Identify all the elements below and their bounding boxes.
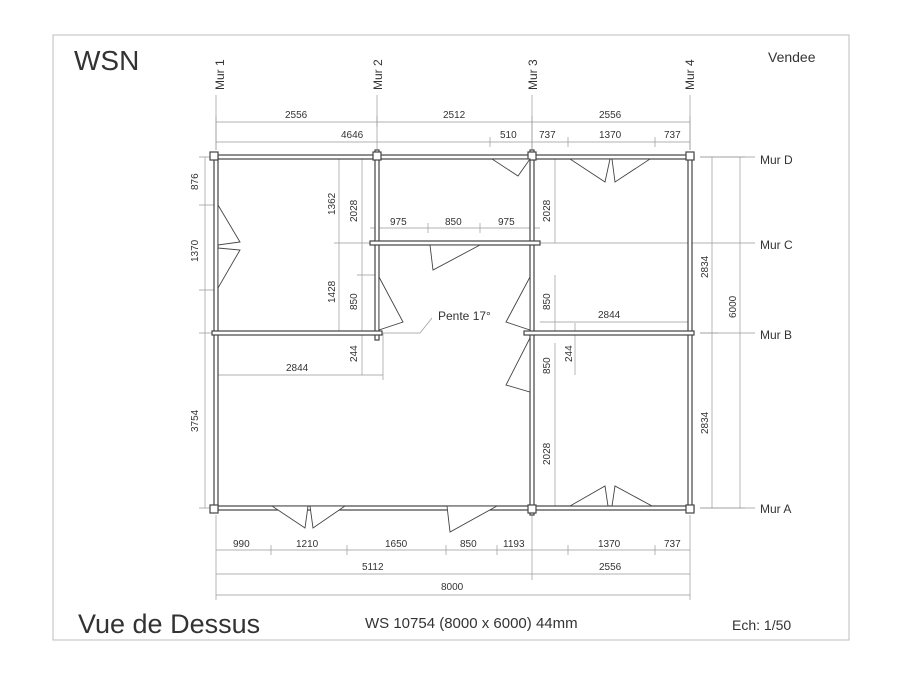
dim-inner-c-2: 850 xyxy=(445,217,462,228)
dim-left-2: 1370 xyxy=(190,239,201,262)
dim-left-3: 3754 xyxy=(190,409,201,432)
door-leaf xyxy=(568,485,609,507)
dim-mur2-5: 244 xyxy=(349,345,360,362)
dim-inner-b-right: 2844 xyxy=(598,310,621,321)
dim-top2-4: 1370 xyxy=(599,130,622,141)
wall-mur-b-left xyxy=(211,330,383,336)
dim-left-1: 876 xyxy=(190,173,201,190)
dim-mur3-3: 850 xyxy=(542,357,553,374)
axis-mur-2: Mur 2 xyxy=(371,59,385,90)
window-leaf xyxy=(217,247,241,290)
door-leaf xyxy=(446,505,498,533)
dim-mur2-1: 1362 xyxy=(327,192,338,215)
slope-annotation: Pente 17° xyxy=(438,309,491,323)
dim-bottom2-2: 2556 xyxy=(599,562,622,573)
wall-mur-c xyxy=(369,240,541,246)
door-leaf xyxy=(309,505,347,529)
axis-mur-a: Mur A xyxy=(760,502,791,516)
dim-top2-3: 737 xyxy=(539,130,556,141)
door-leaf xyxy=(378,276,404,331)
view-title: Vue de Dessus xyxy=(78,609,260,639)
dim-bottom-total: 8000 xyxy=(441,582,464,593)
dim-bottom-3: 1650 xyxy=(385,539,408,550)
dim-mur3-4: 244 xyxy=(564,345,575,362)
dim-bottom-6: 1370 xyxy=(598,539,621,550)
openings xyxy=(217,158,653,533)
dim-inner-b-left: 2844 xyxy=(286,363,309,374)
door-leaf xyxy=(611,158,652,183)
dim-mur3-1: 2028 xyxy=(542,199,553,222)
dim-bottom-5: 1193 xyxy=(503,539,525,550)
wall-mur-d xyxy=(211,154,695,160)
axis-mur-3: Mur 3 xyxy=(526,59,540,90)
dim-bottom-4: 850 xyxy=(460,539,477,550)
dim-top2-1: 4646 xyxy=(341,130,364,141)
door-leaf xyxy=(505,337,531,393)
dim-bottom2-1: 5112 xyxy=(362,562,384,573)
walls xyxy=(209,149,695,516)
axis-mur-b: Mur B xyxy=(760,328,792,342)
axis-mur-d: Mur D xyxy=(760,153,793,167)
dim-top-2: 2512 xyxy=(443,110,466,121)
dim-inner-c-1: 975 xyxy=(390,217,407,228)
region-label: Vendee xyxy=(768,49,816,65)
brand-label: WSN xyxy=(74,45,139,76)
wall-mur-b-right xyxy=(523,330,695,336)
window-leaf xyxy=(217,203,241,246)
dim-right-total: 6000 xyxy=(728,295,739,318)
dim-right-1: 2834 xyxy=(700,255,711,278)
dim-mur2-4: 850 xyxy=(349,293,360,310)
door-leaf xyxy=(429,244,481,271)
scale-label: Ech: 1/50 xyxy=(732,617,791,633)
door-leaf xyxy=(270,505,309,529)
axis-mur-c: Mur C xyxy=(760,238,793,252)
model-label: WS 10754 (8000 x 6000) 44mm xyxy=(365,615,578,632)
dim-mur3-5: 2028 xyxy=(542,442,553,465)
dim-top-1: 2556 xyxy=(285,110,308,121)
dim-inner-c-3: 975 xyxy=(498,217,515,228)
dim-top-3: 2556 xyxy=(599,110,622,121)
dim-bottom-1: 990 xyxy=(233,539,250,550)
dimension-lines xyxy=(199,116,745,600)
axis-mur-1: Mur 1 xyxy=(213,59,227,90)
dim-bottom-2: 1210 xyxy=(296,539,319,550)
door-leaf xyxy=(611,485,653,507)
door-leaf xyxy=(505,276,531,331)
dim-right-2: 2834 xyxy=(700,411,711,434)
sheet-border xyxy=(52,34,850,641)
dim-top2-5: 737 xyxy=(664,130,681,141)
dim-mur2-3: 1428 xyxy=(327,280,338,303)
door-leaf xyxy=(490,158,531,177)
dim-bottom-7: 737 xyxy=(664,539,681,550)
dim-top2-2: 510 xyxy=(500,130,517,141)
axis-mur-4: Mur 4 xyxy=(683,59,697,90)
dim-mur3-2: 850 xyxy=(542,293,553,310)
door-leaf xyxy=(568,158,611,183)
dim-mur2-2: 2028 xyxy=(349,199,360,222)
